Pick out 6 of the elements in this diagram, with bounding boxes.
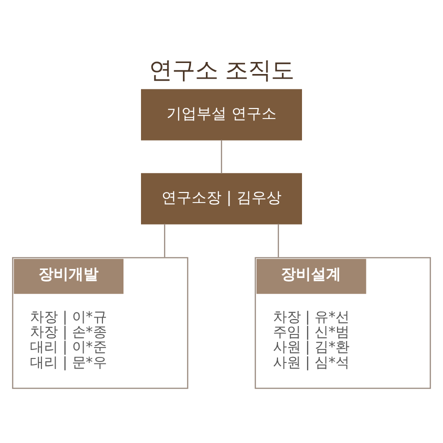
connector bbox=[278, 224, 279, 258]
connector bbox=[164, 224, 166, 258]
connector bbox=[220, 140, 222, 174]
diagram-title: 연구소 조직도 bbox=[148, 56, 294, 84]
node-box: 연구소장 | 김우상 bbox=[141, 173, 302, 224]
node-box: 기업부설 연구소 bbox=[141, 89, 302, 140]
